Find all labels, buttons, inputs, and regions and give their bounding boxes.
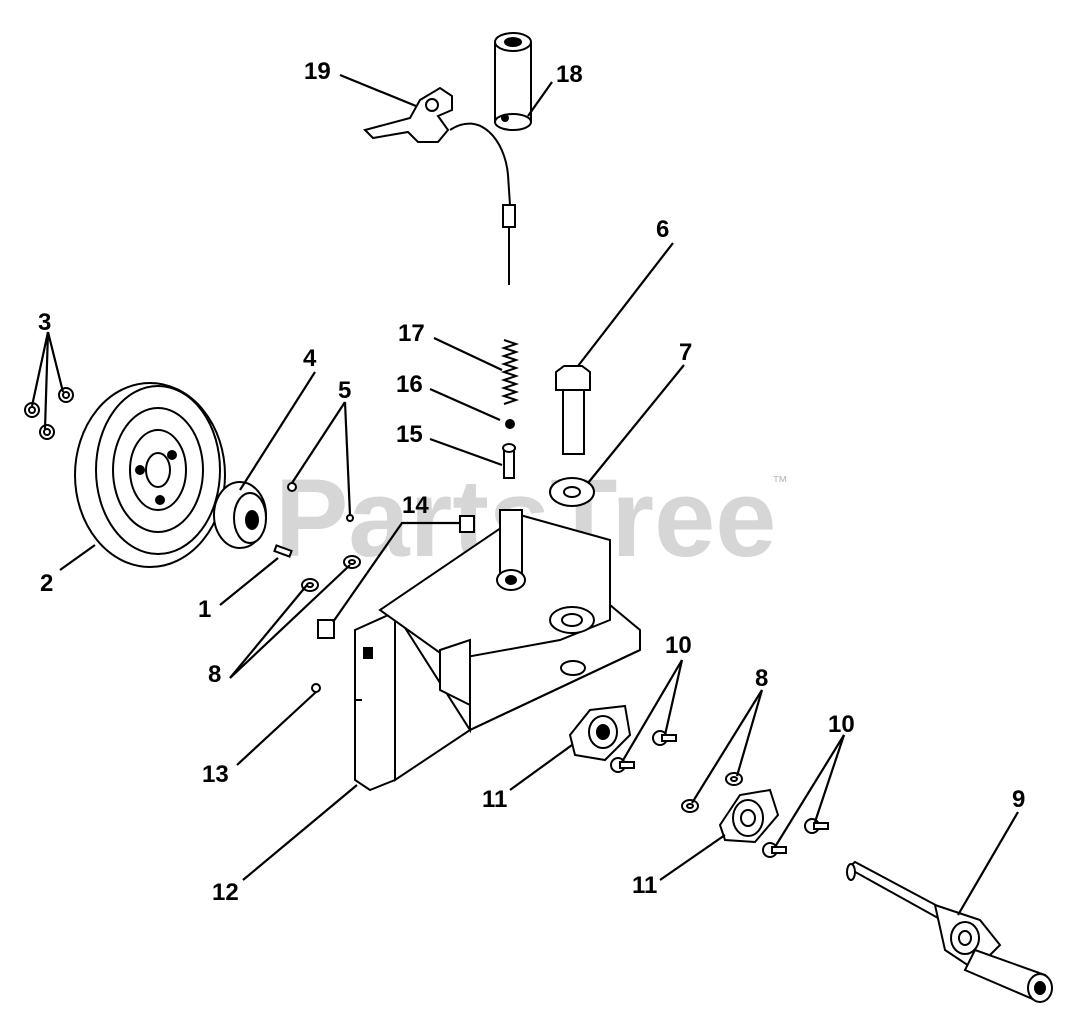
- callout-19: 19: [304, 58, 331, 85]
- pin-bracket[interactable]: [496, 509, 526, 591]
- part-16-ball[interactable]: [505, 419, 515, 429]
- part-10-bolts-lower[interactable]: [762, 818, 829, 858]
- callout-9: 9: [1012, 786, 1025, 813]
- part-15-pin[interactable]: [502, 443, 516, 479]
- part-11-bearing-lower[interactable]: [718, 788, 780, 844]
- callout-17: 17: [398, 320, 425, 347]
- part-18-sleeve[interactable]: [494, 32, 532, 131]
- watermark-trademark: ™: [772, 474, 788, 491]
- callout-4: 4: [303, 345, 317, 372]
- part-2-pulley[interactable]: [74, 382, 226, 568]
- part-14-clips[interactable]: [317, 515, 475, 639]
- callout-5: 5: [338, 377, 351, 404]
- callout-15: 15: [396, 421, 423, 448]
- part-13-pin[interactable]: [311, 683, 321, 693]
- part-17-spring[interactable]: [500, 339, 520, 405]
- part-4-hub[interactable]: [213, 481, 267, 549]
- callout-13: 13: [202, 761, 229, 788]
- callout-11-lower: 11: [632, 872, 657, 899]
- callout-1: 1: [198, 596, 211, 623]
- callout-8-left: 8: [208, 661, 221, 688]
- callout-6: 6: [656, 216, 669, 243]
- callout-16: 16: [396, 371, 423, 398]
- part-6-bolt[interactable]: [555, 365, 591, 455]
- callout-labels: 19 18 6 17 16 15 7 4 5 3 2 1 8 14 13 12 …: [38, 58, 1025, 906]
- leader-lines: [30, 73, 1019, 916]
- callout-11-upper: 11: [482, 786, 507, 813]
- callout-18: 18: [556, 61, 583, 88]
- part-3-nuts[interactable]: [24, 387, 74, 440]
- callout-10-upper: 10: [665, 632, 692, 659]
- part-19-lever-cable[interactable]: [363, 86, 516, 285]
- callout-7: 7: [679, 339, 692, 366]
- callout-12: 12: [212, 879, 239, 906]
- part-12-housing[interactable]: [354, 513, 641, 792]
- part-1-key[interactable]: [273, 544, 293, 558]
- part-7-washer[interactable]: [549, 477, 595, 507]
- callout-3: 3: [38, 309, 51, 336]
- callout-14: 14: [402, 492, 429, 519]
- callout-2: 2: [40, 570, 53, 597]
- part-8-washers-left[interactable]: [301, 555, 361, 592]
- part-11-bearing-upper[interactable]: [568, 704, 632, 762]
- part-10-bolts-upper[interactable]: [610, 730, 677, 773]
- callout-8-right: 8: [755, 665, 768, 692]
- callout-10-lower: 10: [828, 711, 855, 738]
- part-9-shaft[interactable]: [846, 860, 1053, 1003]
